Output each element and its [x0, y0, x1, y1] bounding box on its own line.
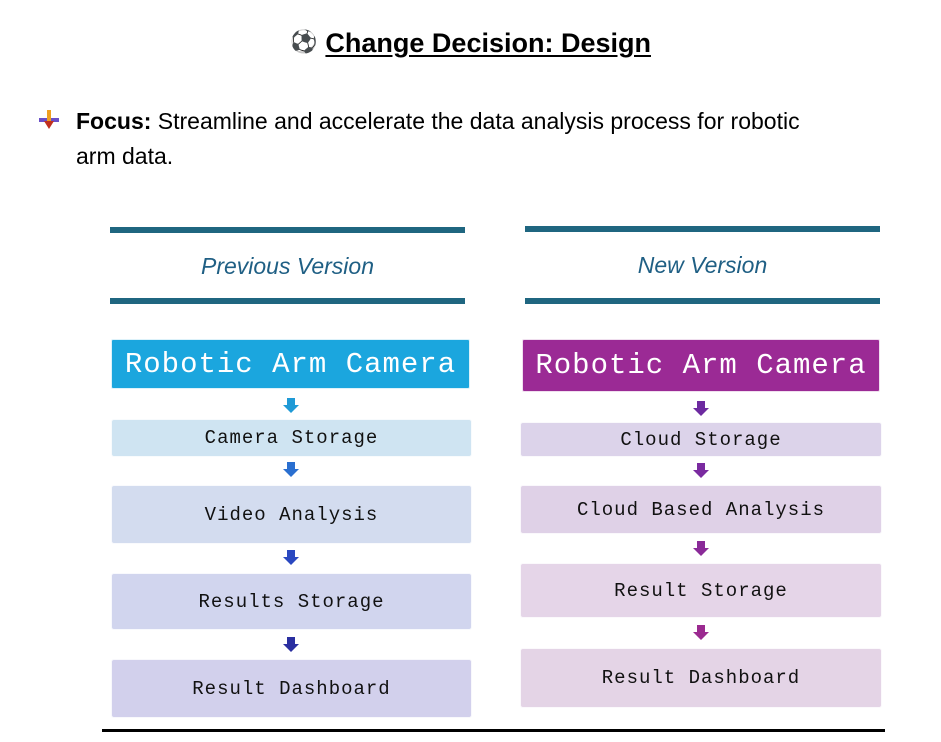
new-step-result-dashboard: Result Dashboard	[520, 648, 882, 708]
plus-arrow-bullet-icon	[39, 110, 59, 129]
focus-paragraph: Focus: Streamline and accelerate the dat…	[38, 104, 818, 174]
previous-header-top-rule	[110, 227, 465, 233]
prev-step-video-analysis: Video Analysis	[111, 485, 472, 544]
previous-version-heading: Previous Version	[200, 253, 374, 279]
new-header-bottom-rule	[525, 298, 880, 304]
slide-title-row: ⚽ Change Decision: Design	[0, 28, 941, 59]
prev-down-arrow-icon	[283, 550, 299, 565]
footer-divider	[102, 729, 885, 732]
prev-step-result-dashboard: Result Dashboard	[111, 659, 472, 718]
prev-step-robotic-arm-camera: Robotic Arm Camera	[111, 339, 470, 389]
new-header-top-rule	[525, 226, 880, 232]
previous-header-bottom-rule	[110, 298, 465, 304]
focus-description: Streamline and accelerate the data analy…	[76, 108, 800, 169]
new-step-cloud-based-analysis: Cloud Based Analysis	[520, 485, 882, 534]
soccer-ball-icon: ⚽	[290, 30, 318, 55]
new-step-result-storage: Result Storage	[520, 563, 882, 618]
focus-text: Focus: Streamline and accelerate the dat…	[76, 104, 818, 174]
focus-label: Focus:	[76, 108, 152, 134]
new-down-arrow-icon	[693, 401, 709, 416]
prev-step-camera-storage: Camera Storage	[111, 419, 472, 457]
new-down-arrow-icon	[693, 541, 709, 556]
new-version-heading: New Version	[637, 252, 768, 278]
new-down-arrow-icon	[693, 625, 709, 640]
prev-down-arrow-icon	[283, 398, 299, 413]
new-step-cloud-storage: Cloud Storage	[520, 422, 882, 457]
prev-down-arrow-icon	[283, 637, 299, 652]
prev-down-arrow-icon	[283, 462, 299, 477]
prev-step-results-storage: Results Storage	[111, 573, 472, 630]
new-step-robotic-arm-camera: Robotic Arm Camera	[522, 339, 880, 392]
new-down-arrow-icon	[693, 463, 709, 478]
slide-title: Change Decision: Design	[325, 28, 651, 58]
